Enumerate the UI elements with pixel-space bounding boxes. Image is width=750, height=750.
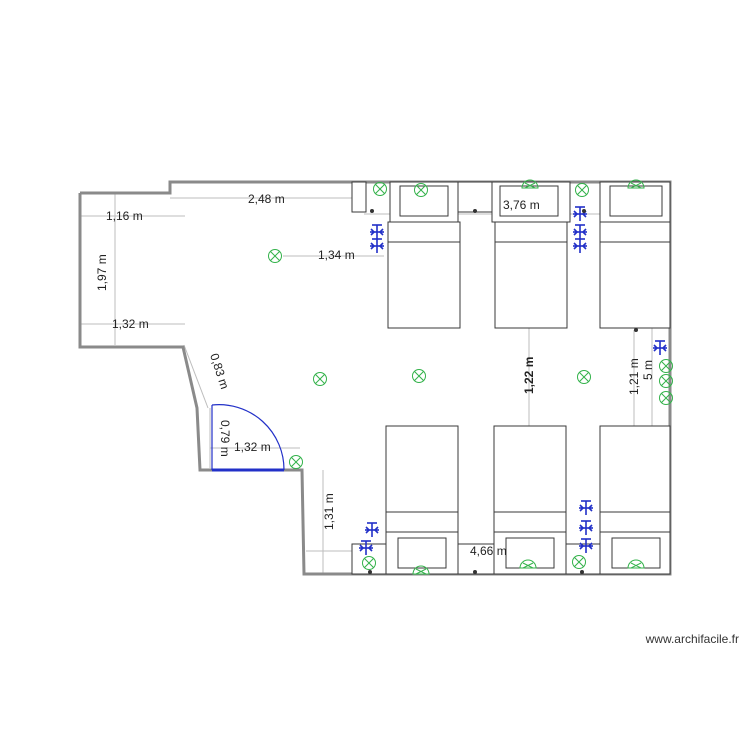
- ceiling-light-icon: [268, 249, 282, 263]
- dim-left-lower: 1,32 m: [112, 317, 149, 331]
- ceiling-light-icon: [313, 372, 327, 386]
- dim-bottom-left-height: 1,31 m: [322, 493, 336, 530]
- bed: [387, 221, 461, 329]
- top-desk-left: [351, 181, 367, 213]
- power-outlet-icon: [572, 238, 588, 254]
- power-outlet-icon: [578, 500, 594, 516]
- ceiling-light-icon: [373, 182, 387, 196]
- dim-inner-offset: 1,34 m: [318, 248, 355, 262]
- dim-aisle: 1,22 m: [522, 357, 536, 394]
- power-outlet-icon: [652, 340, 668, 356]
- ceiling-light-icon: [289, 455, 303, 469]
- ceiling-light-icon: [577, 370, 591, 384]
- top-furniture: [351, 181, 671, 223]
- bottom-furniture: [351, 531, 671, 575]
- power-outlet-icon: [369, 238, 385, 254]
- power-outlet-icon: [572, 206, 588, 222]
- bed: [494, 221, 568, 329]
- bottom-shelf-mid: [457, 543, 495, 575]
- dim-left-upper: 1,16 m: [106, 209, 143, 223]
- dimension-labels: 2,48 m 3,76 m 1,16 m 1,97 m 1,34 m 1,32 …: [95, 192, 655, 558]
- top-beds: [387, 221, 671, 329]
- top-shelf-mid: [457, 181, 493, 213]
- ceiling-light-icon: [575, 183, 589, 197]
- bottom-shelf-right: [565, 543, 601, 575]
- watermark: www.archifacile.fr: [645, 632, 739, 646]
- walls: [78, 180, 672, 576]
- power-outlet-icon: [364, 522, 380, 538]
- dim-total-height: 5 m: [641, 360, 655, 380]
- dim-diagonal: 0,83 m: [207, 352, 232, 391]
- bed: [599, 425, 671, 533]
- ceiling-light-icon: [412, 369, 426, 383]
- dim-bottom-width: 4,66 m: [470, 544, 507, 558]
- bed: [599, 221, 671, 329]
- door-swing-icon: [211, 404, 285, 471]
- outer-wall: [80, 180, 364, 195]
- dim-top-width: 2,48 m: [248, 192, 285, 206]
- wall-markers: [368, 209, 638, 574]
- dim-door-width: 0,79 m: [218, 420, 232, 457]
- power-outlet-icon: [572, 224, 588, 240]
- power-outlet-icon: [578, 520, 594, 536]
- dim-right-small: 1,21 m: [627, 358, 641, 395]
- dim-door-landing: 1,32 m: [234, 440, 271, 454]
- dim-right-block: 3,76 m: [503, 198, 540, 212]
- bed: [385, 425, 459, 533]
- bed: [493, 425, 567, 533]
- dim-left-height: 1,97 m: [95, 254, 109, 291]
- power-outlet-icon: [369, 224, 385, 240]
- bottom-beds: [385, 425, 671, 533]
